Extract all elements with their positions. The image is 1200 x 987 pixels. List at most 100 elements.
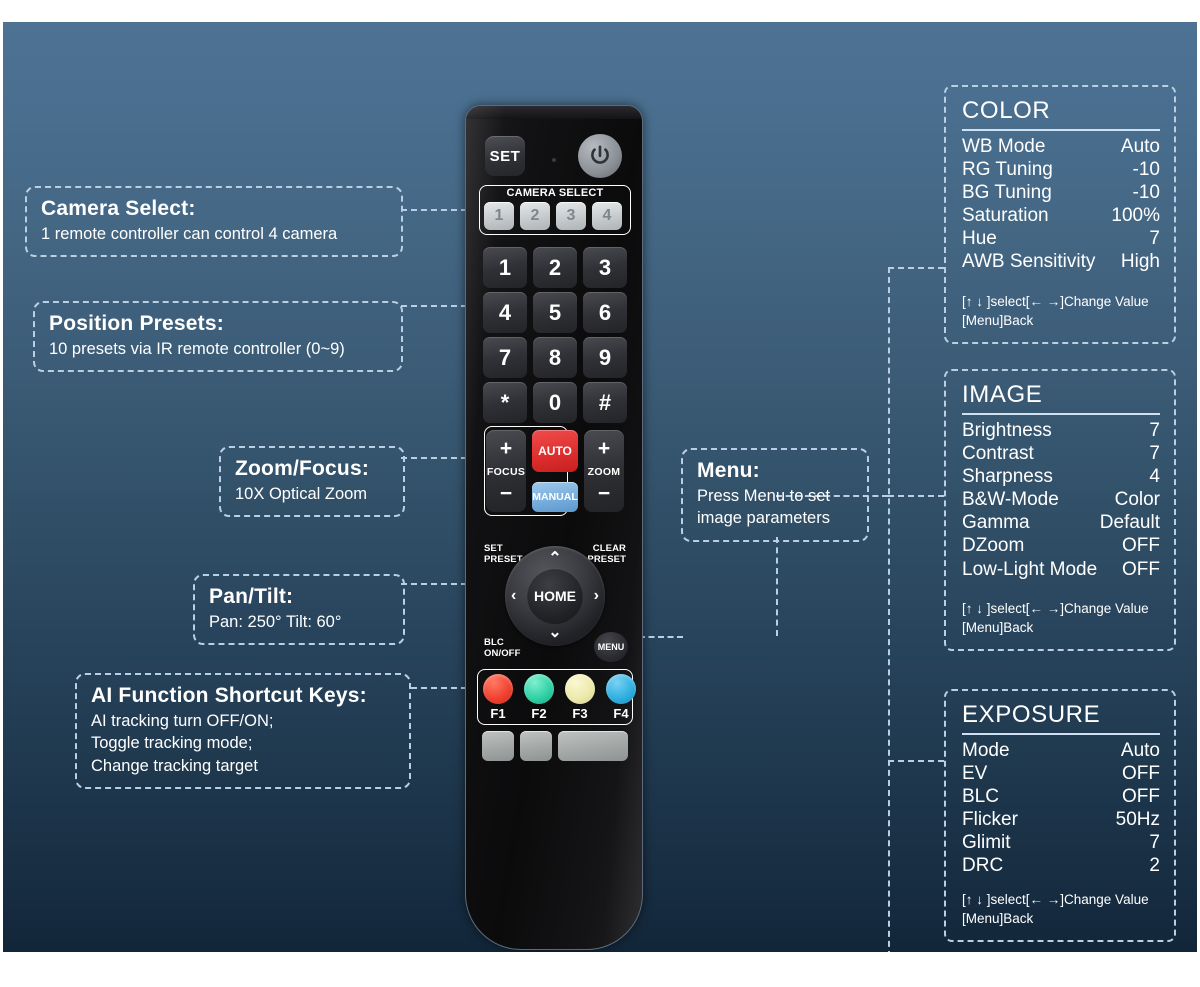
annotation-title: Zoom/Focus: xyxy=(235,457,370,480)
annotation-line: 1 remote controller can control 4 camera xyxy=(41,224,338,243)
numeric-key-3[interactable]: 3 xyxy=(583,247,627,288)
power-button[interactable] xyxy=(578,134,622,178)
panel-footer-line: [Menu]Back xyxy=(962,312,1034,328)
annotation-line: AI tracking turn OFF/ON; xyxy=(91,711,274,730)
osd-panel-image: IMAGE Brightness 7 Contrast 7 Sharpness … xyxy=(944,369,1176,652)
numeric-key-9[interactable]: 9 xyxy=(583,337,627,378)
panel-title: EXPOSURE xyxy=(962,701,1101,728)
panel-row: Low-Light Mode OFF xyxy=(962,558,1160,581)
row-label: Saturation xyxy=(962,205,1049,227)
function-key-f1[interactable]: F1 xyxy=(483,674,513,721)
numeric-key-0[interactable]: 0 xyxy=(533,382,577,423)
function-key-f4[interactable]: F4 xyxy=(606,674,636,721)
connector-zoom-focus xyxy=(401,457,467,459)
row-label: AWB Sensitivity xyxy=(962,251,1096,273)
arrow-down-icon[interactable]: ⌄ xyxy=(548,624,562,641)
numeric-key-6[interactable]: 6 xyxy=(583,292,627,333)
panel-footer-line: [↑ ↓ ]select[← →]Change Value xyxy=(962,600,1149,616)
panel-row: Sharpness 4 xyxy=(962,465,1160,488)
numeric-key-star[interactable]: * xyxy=(483,382,527,423)
panel-row: WB Mode Auto xyxy=(962,135,1160,158)
connector-to-image-panel xyxy=(888,495,944,497)
osd-panel-exposure: EXPOSURE Mode Auto EV OFF BLC OFF Flicke… xyxy=(944,689,1176,942)
panel-row: RG Tuning -10 xyxy=(962,158,1160,181)
manual-focus-button[interactable]: MANUAL xyxy=(532,482,578,512)
focus-zoom-group: + FOCUS − AUTO MANUAL + ZOOM − xyxy=(482,428,628,514)
panel-spacer xyxy=(962,878,1160,890)
panel-footer-line: [↑ ↓ ]select[← →]Change Value xyxy=(962,891,1149,907)
numeric-key-2[interactable]: 2 xyxy=(533,247,577,288)
zoom-plus-label[interactable]: + xyxy=(597,437,611,460)
row-value: Default xyxy=(1099,512,1160,534)
function-keys-row: F1 F2 F3 F4 xyxy=(483,674,636,721)
connector-pan-tilt xyxy=(401,583,467,585)
panel-divider xyxy=(962,412,1160,415)
connector-to-exposure-panel xyxy=(888,760,944,762)
clear-preset-label[interactable]: CLEAR PRESET xyxy=(587,543,626,566)
row-value: OFF xyxy=(1122,762,1160,784)
camera-select-row: 1 2 3 4 xyxy=(484,202,622,230)
zoom-minus-label[interactable]: − xyxy=(597,482,611,505)
focus-rocker[interactable]: + FOCUS − xyxy=(486,430,526,512)
camera-select-key-4[interactable]: 4 xyxy=(592,202,622,230)
set-preset-label[interactable]: SET PRESET xyxy=(484,543,523,566)
menu-button[interactable]: MENU xyxy=(594,632,628,662)
annotation-title: Pan/Tilt: xyxy=(209,585,294,608)
blc-onoff-label[interactable]: BLC ON/OFF xyxy=(484,638,521,660)
function-key-f2[interactable]: F2 xyxy=(524,674,554,721)
set-button[interactable]: SET xyxy=(485,136,525,176)
function-key-f3[interactable]: F3 xyxy=(565,674,595,721)
camera-select-key-1[interactable]: 1 xyxy=(484,202,514,230)
arrow-up-icon[interactable]: ⌃ xyxy=(548,550,562,567)
row-value: 7 xyxy=(1149,419,1160,441)
focus-minus-label[interactable]: − xyxy=(499,482,513,505)
row-value: OFF xyxy=(1122,558,1160,580)
navigation-pad-group: SET PRESET CLEAR PRESET BLC ON/OFF ⌃ ⌄ ‹… xyxy=(476,542,634,662)
ir-remote-controller: SET CAMERA SELECT 1 2 3 4 1 2 3 4 xyxy=(465,105,643,950)
numeric-key-4[interactable]: 4 xyxy=(483,292,527,333)
annotation-title: AI Function Shortcut Keys: xyxy=(91,684,367,707)
panel-row: B&W-Mode Color xyxy=(962,488,1160,511)
auto-focus-button[interactable]: AUTO xyxy=(532,430,578,472)
camera-select-key-2[interactable]: 2 xyxy=(520,202,550,230)
panel-row: DZoom OFF xyxy=(962,534,1160,557)
f4-dot-icon[interactable] xyxy=(606,674,636,704)
connector-menu-down xyxy=(776,537,778,636)
clear-preset-line-2: PRESET xyxy=(587,553,626,565)
panel-divider xyxy=(962,732,1160,735)
annotation-ai-function: AI Function Shortcut Keys: AI tracking t… xyxy=(75,673,411,790)
numeric-key-8[interactable]: 8 xyxy=(533,337,577,378)
annotation-line: Press Menu to set xyxy=(697,486,830,505)
f2-dot-icon[interactable] xyxy=(524,674,554,704)
focus-plus-label[interactable]: + xyxy=(499,437,513,460)
camera-select-highlight-ring xyxy=(479,185,631,235)
f4-label: F4 xyxy=(613,706,629,721)
f2-label: F2 xyxy=(531,706,547,721)
gray-key-left[interactable] xyxy=(482,731,514,761)
numeric-key-1[interactable]: 1 xyxy=(483,247,527,288)
annotation-line: image parameters xyxy=(697,509,830,528)
gray-key-wide[interactable] xyxy=(558,731,628,761)
numeric-key-5[interactable]: 5 xyxy=(533,292,577,333)
panel-row: BLC OFF xyxy=(962,785,1160,808)
row-value: Color xyxy=(1114,489,1160,511)
numeric-keypad: 1 2 3 4 5 6 7 8 9 * 0 # xyxy=(483,247,627,423)
row-label: Mode xyxy=(962,739,1010,761)
row-label: WB Mode xyxy=(962,135,1046,157)
home-button[interactable]: HOME xyxy=(527,568,583,624)
f1-dot-icon[interactable] xyxy=(483,674,513,704)
numeric-key-hash[interactable]: # xyxy=(583,382,627,423)
arrow-left-icon[interactable]: ‹ xyxy=(511,587,517,604)
arrow-right-icon[interactable]: › xyxy=(593,587,599,604)
gray-key-middle[interactable] xyxy=(520,731,552,761)
connector-to-color-panel xyxy=(888,267,944,269)
annotation-line: Pan: 250° Tilt: 60° xyxy=(209,612,342,631)
numeric-key-7[interactable]: 7 xyxy=(483,337,527,378)
annotation-title: Camera Select: xyxy=(41,197,196,220)
panel-row: EV OFF xyxy=(962,762,1160,785)
dpad-ring[interactable]: ⌃ ⌄ ‹ › HOME xyxy=(505,546,605,646)
zoom-rocker[interactable]: + ZOOM − xyxy=(584,430,624,512)
camera-select-key-3[interactable]: 3 xyxy=(556,202,586,230)
f3-dot-icon[interactable] xyxy=(565,674,595,704)
